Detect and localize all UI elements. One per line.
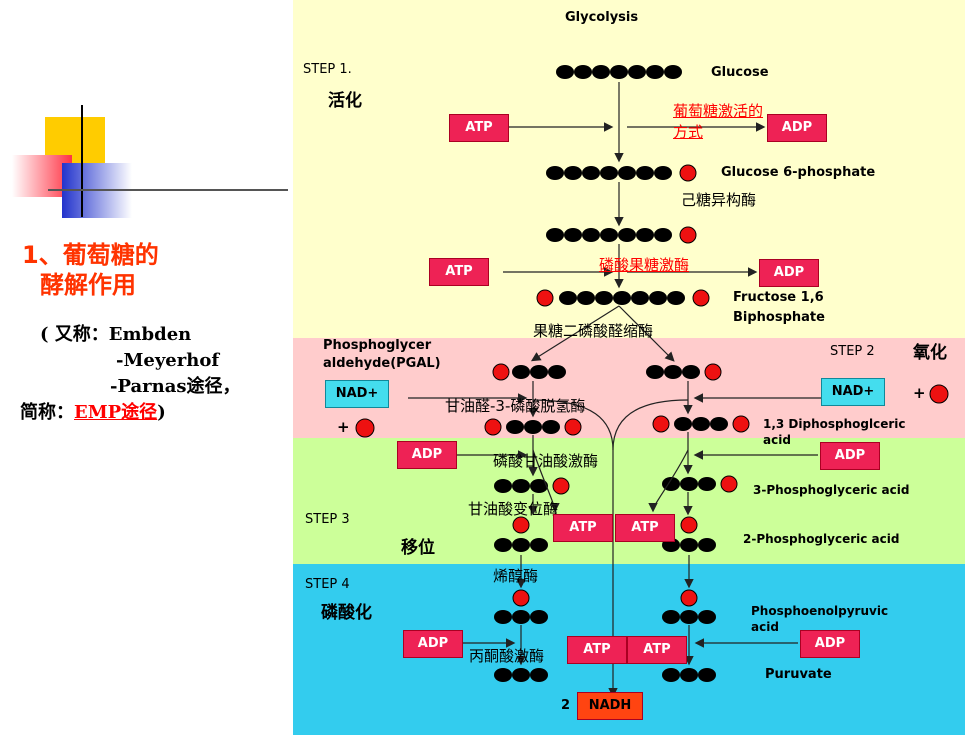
nadh-box: NADH (577, 692, 643, 720)
adp-box-step4-left: ADP (403, 630, 463, 658)
adp-box-step1b: ADP (759, 259, 819, 287)
aldolase-label: 果糖二磷酸醛缩酶 (533, 322, 654, 340)
pg3-label: 3-Phosphoglyceric acid (753, 483, 910, 497)
alias-line4: 简称：EMP途径) (20, 400, 241, 426)
pyruvate-right-molecule (662, 668, 716, 682)
pgk-label: 磷酸甘油酸激酶 (493, 452, 599, 470)
pathway-arrows (408, 82, 821, 698)
decor-vertical-line (81, 105, 83, 217)
plus-right: + (913, 384, 926, 402)
atp-box-step1b: ATP (429, 258, 489, 286)
nadh-count: 2 (561, 698, 571, 713)
step2-zh-label: 氧化 (913, 343, 947, 363)
f16bp-molecule (536, 289, 710, 307)
bpg-label-1: 1,3 Diphosphoglceric (763, 417, 906, 431)
plus-left: + (337, 418, 350, 436)
step1-zh-label: 活化 (328, 91, 362, 111)
hexokinase-label-2[interactable]: 方式 (673, 123, 704, 141)
pgal-label-1: Phosphoglycer (323, 338, 432, 353)
pg2-label: 2-Phosphoglyceric acid (743, 532, 900, 546)
step3-label: STEP 3 (305, 512, 350, 527)
pep-label-2: acid (751, 620, 779, 634)
f6p-molecule (546, 226, 697, 244)
atp-box-step3-left: ATP (553, 514, 613, 542)
step2-label: STEP 2 (830, 344, 875, 359)
alias-line2: -Meyerhof (116, 350, 220, 371)
pk-label: 丙酮酸激酶 (469, 647, 545, 665)
atp-box-step4-left: ATP (567, 636, 627, 664)
glucose-label: Glucose (711, 65, 769, 80)
diagram-title: Glycolysis (565, 10, 639, 25)
pg3-left-molecule (494, 477, 570, 495)
alias-line3: -Parnas途径， (110, 376, 241, 397)
step4-zh-label: 磷酸化 (321, 603, 372, 623)
pg2-left-molecule (494, 516, 548, 552)
pyruvate-label: Puruvate (765, 667, 832, 682)
atp-box-step1a: ATP (449, 114, 509, 142)
adp-box-step2-right: ADP (820, 442, 880, 470)
step3-zh-label: 移位 (401, 538, 435, 558)
alias-line1: ( 又称：Embden (40, 324, 192, 345)
pgm-label: 甘油酸变位酶 (468, 500, 559, 518)
step1-label: STEP 1. (303, 62, 352, 77)
adp-box-step4-right: ADP (800, 630, 860, 658)
pep-label-1: Phosphoenolpyruvic (751, 604, 889, 618)
adp-box-step1a: ADP (767, 114, 827, 142)
emp-link[interactable]: EMP途径 (74, 402, 158, 423)
isomerase-label: 己糖异构酶 (681, 191, 757, 209)
f16bp-label-2: Biphosphate (733, 310, 825, 325)
pgal-label-2: aldehyde(PGAL) (323, 356, 441, 371)
hexokinase-label-1[interactable]: 葡萄糖激活的 (673, 102, 764, 120)
slide-title-line2: 酵解作用 (40, 271, 136, 299)
pgal-right-molecule (646, 363, 722, 381)
step4-label: STEP 4 (305, 577, 350, 592)
glucose-molecule (556, 65, 682, 79)
alias-text: ( 又称：Embden -Meyerhof -Parnas途径， 简称：EMP途… (20, 322, 241, 426)
decor-horizontal-line (48, 189, 288, 191)
enolase-label: 烯醇酶 (493, 567, 539, 585)
alias-line4-suffix: ) (157, 402, 166, 423)
pep-left-molecule (494, 589, 548, 624)
glycolysis-diagram: Glycolysis STEP 1. 活化 STEP 2 氧化 STEP 3 移… (293, 0, 965, 735)
atp-box-step3-right: ATP (615, 514, 675, 542)
f16bp-label-1: Fructose 1,6 (733, 290, 824, 305)
alias-line4-prefix: 简称： (20, 402, 74, 423)
nad-box-left: NAD+ (325, 380, 389, 408)
phosphate-left (355, 418, 375, 438)
slide-title: 1、葡萄糖的 酵解作用 (22, 240, 159, 300)
bpg-left-molecule (484, 418, 582, 436)
gapdh-label: 甘油醛-3-磷酸脱氢酶 (445, 397, 586, 415)
bpg-label-2: acid (763, 433, 791, 447)
pyruvate-left-molecule (494, 668, 548, 682)
glycolysis-svg (293, 0, 965, 735)
pfk-label[interactable]: 磷酸果糖激酶 (599, 256, 690, 274)
pg2-right-molecule (662, 516, 716, 552)
g6p-molecule (546, 164, 697, 182)
bpg-right-molecule (652, 415, 750, 433)
pgal-left-molecule (492, 363, 566, 381)
phosphate-right (929, 384, 949, 404)
g6p-label: Glucose 6-phosphate (721, 165, 876, 180)
pep-right-molecule (662, 589, 716, 624)
adp-box-step2-left: ADP (397, 441, 457, 469)
slide-title-line1: 1、葡萄糖的 (22, 241, 159, 269)
atp-box-step4-right: ATP (627, 636, 687, 664)
nad-box-right: NAD+ (821, 378, 885, 406)
